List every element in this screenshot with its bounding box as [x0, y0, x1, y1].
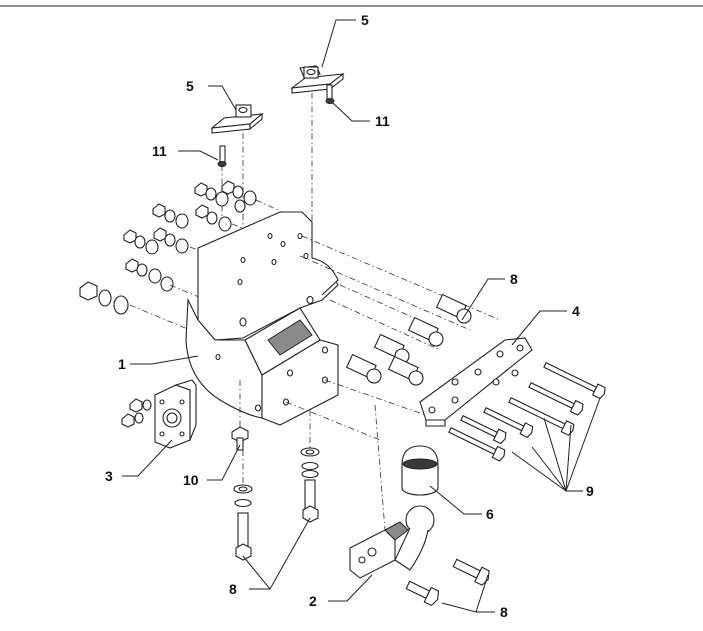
callout-3: 3 — [105, 468, 113, 484]
part-8-vertical-bolts — [233, 410, 320, 561]
callout-6: 6 — [486, 506, 494, 522]
part-5-left-plate — [210, 104, 264, 134]
callout-8-left: 8 — [229, 581, 237, 597]
callout-11-right: 11 — [375, 113, 390, 129]
callout-7: 8 — [510, 271, 518, 287]
part-11-bolt-left — [217, 145, 227, 167]
part-6-ball-cap — [401, 445, 439, 496]
callout-10: 10 — [183, 472, 199, 488]
callout-1: 1 — [118, 356, 126, 372]
nut-washer-cluster — [79, 180, 257, 315]
callout-5-top: 5 — [361, 12, 369, 28]
part-3-socket-bracket — [154, 379, 197, 449]
leader-lines — [122, 19, 601, 613]
callout-5-left: 5 — [186, 78, 194, 94]
part-3-fasteners — [121, 398, 152, 428]
callout-4: 4 — [572, 303, 580, 319]
part-8-horizontal-bolts — [405, 558, 490, 607]
callout-8-right: 8 — [500, 604, 508, 620]
part-9-long-bolts — [448, 362, 606, 462]
callout-11-left: 11 — [152, 143, 167, 159]
part-5-top-right-plate — [290, 65, 345, 94]
part-2-towball — [349, 404, 435, 579]
part-11-bolt-top-right — [325, 84, 335, 104]
part-7-spacer-tubes — [345, 293, 472, 386]
part-1-main-bracket — [185, 211, 339, 426]
callout-9: 9 — [586, 483, 594, 499]
part-4-mounting-plate — [419, 337, 533, 427]
callout-2: 2 — [309, 593, 317, 609]
part-10-bolt — [231, 380, 249, 451]
